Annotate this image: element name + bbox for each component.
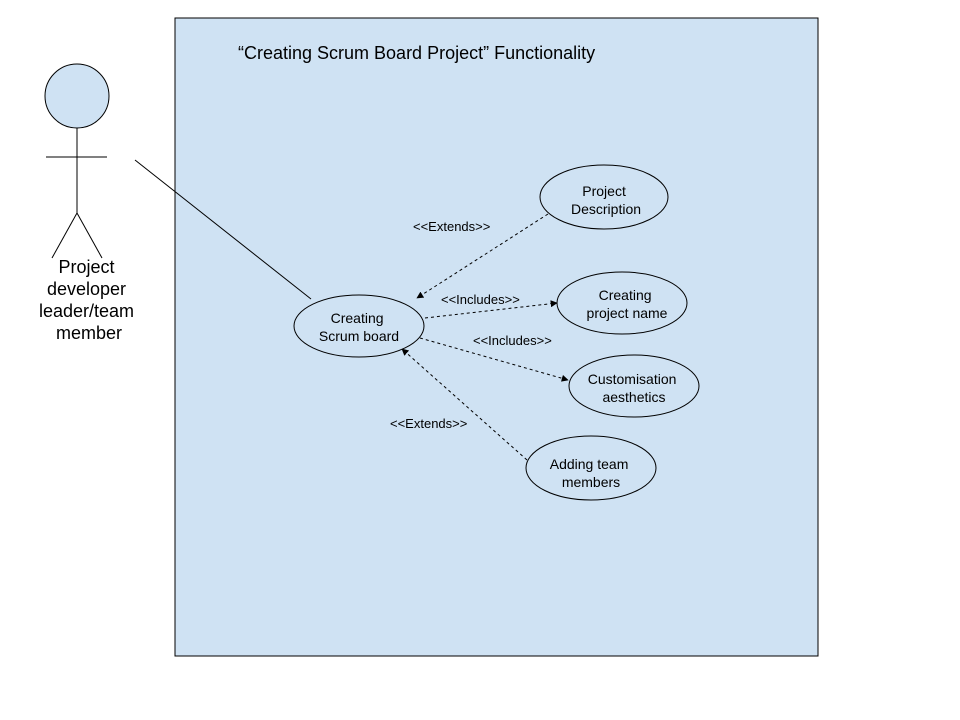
- extends-label-team-members: <<Extends>>: [390, 416, 467, 431]
- extends-arrow-description: [416, 213, 549, 299]
- usecase-label-line: Creating: [331, 310, 384, 326]
- usecase-label-line: Creating: [599, 287, 652, 303]
- includes-label-aesthetics: <<Includes>>: [473, 333, 552, 348]
- actor-association-line: [134, 159, 312, 300]
- usecase-customisation-aesthetics-label: Customisation aesthetics: [588, 371, 681, 405]
- usecase-label-line: Project: [582, 183, 626, 199]
- actor-label-line: Project: [58, 257, 114, 277]
- usecase-creating-scrum-board: [293, 294, 425, 358]
- includes-arrow-project-name: [424, 300, 558, 319]
- actor-label-line: member: [56, 323, 122, 343]
- usecase-customisation-aesthetics: [568, 354, 700, 418]
- usecase-label-line: Adding team: [550, 456, 629, 472]
- extends-arrow-team-members: [401, 348, 528, 461]
- usecase-project-description-label: Project Description: [571, 183, 641, 217]
- usecase-label-line: members: [562, 474, 620, 490]
- usecase-creating-project-name: [556, 271, 688, 335]
- usecase-label-line: Description: [571, 201, 641, 217]
- usecase-label-line: project name: [587, 305, 668, 321]
- usecase-label-line: aesthetics: [602, 389, 665, 405]
- actor-label-line: leader/team: [39, 301, 134, 321]
- includes-arrow-aesthetics: [419, 337, 569, 382]
- usecase-label-line: Scrum board: [319, 328, 399, 344]
- system-boundary: [174, 17, 819, 657]
- actor-label-line: developer: [47, 279, 126, 299]
- usecase-creating-project-name-label: Creating project name: [587, 287, 668, 321]
- actor-left-leg: [51, 212, 78, 259]
- actor-head: [44, 63, 110, 129]
- usecase-adding-team-members-label: Adding team members: [550, 456, 633, 490]
- usecase-label-line: Customisation: [588, 371, 677, 387]
- extends-label-description: <<Extends>>: [413, 219, 490, 234]
- actor-label: Project developer leader/team member: [39, 257, 139, 343]
- usecase-creating-scrum-board-label: Creating Scrum board: [319, 310, 399, 344]
- includes-label-project-name: <<Includes>>: [441, 292, 520, 307]
- actor-figure: [44, 63, 110, 259]
- usecase-adding-team-members: [525, 435, 657, 501]
- usecase-project-description: [539, 164, 669, 230]
- actor-right-leg: [76, 212, 103, 259]
- system-title: “Creating Scrum Board Project” Functiona…: [238, 43, 595, 63]
